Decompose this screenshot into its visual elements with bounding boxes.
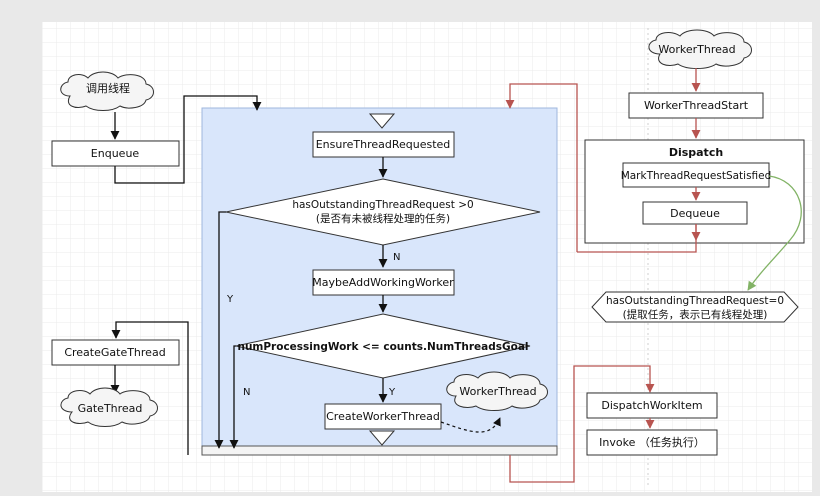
dispatch-title: Dispatch — [669, 146, 723, 159]
cloud-call-thread: 调用线程 — [60, 71, 154, 111]
decision1-line2: (是否有未被线程处理的任务) — [316, 212, 450, 225]
red-arrow-panel-to-dispatch-work-item — [509, 365, 655, 483]
mark-thread-request-satisfied-label: MarkThreadRequestSatisfied — [621, 170, 772, 182]
cloud-worker-thread-center-label: WorkerThread — [459, 385, 536, 398]
label-n-decision2: N — [243, 387, 250, 398]
create-gate-thread-label: CreateGateThread — [64, 346, 165, 359]
label-y-decision2: Y — [388, 387, 396, 398]
create-worker-thread-label: CreateWorkerThread — [326, 410, 440, 423]
dispatch-work-item-label: DispatchWorkItem — [601, 399, 702, 412]
arrow-decision2-n — [229, 345, 239, 449]
invoke-label: Invoke （任务执行） — [599, 435, 705, 449]
create-worker-thread-node[interactable]: CreateWorkerThread — [324, 403, 442, 430]
arrow-enqueue-to-panel — [114, 95, 262, 184]
panel-exit-triangle-icon — [368, 430, 396, 446]
cloud-worker-thread-right-label: WorkerThread — [658, 43, 735, 56]
cloud-worker-thread-right: WorkerThread — [648, 29, 752, 69]
hexagon-line2: (提取任务，表示已有线程处理) — [623, 308, 768, 321]
ensure-thread-requested-node[interactable]: EnsureThreadRequested — [312, 131, 455, 158]
decision-num-processing-work: numProcessingWork <= counts.NumThreadsGo… — [235, 313, 531, 379]
red-arrow-dispatch-to-panel — [505, 83, 578, 252]
dispatch-work-item-node[interactable]: DispatchWorkItem — [586, 392, 718, 419]
maybe-add-working-worker-label: MaybeAddWorkingWorker — [312, 276, 454, 289]
label-y-decision1: Y — [226, 294, 234, 305]
hexagon-outstanding-request-zero: hasOutstandingThreadRequest=0 (提取任务，表示已有… — [591, 291, 799, 323]
worker-thread-start-label: WorkerThreadStart — [644, 99, 749, 112]
label-n-decision1: N — [393, 252, 400, 263]
maybe-add-working-worker-node[interactable]: MaybeAddWorkingWorker — [312, 269, 455, 296]
decision2-label: numProcessingWork <= counts.NumThreadsGo… — [237, 341, 528, 353]
enqueue-node[interactable]: Enqueue — [51, 140, 180, 167]
worker-thread-start-node[interactable]: WorkerThreadStart — [628, 92, 764, 119]
decision-has-outstanding-request: hasOutstandingThreadRequest >0 (是否有未被线程处… — [225, 178, 541, 246]
panel-entry-triangle-icon — [368, 113, 396, 129]
cloud-call-thread-label: 调用线程 — [86, 81, 130, 95]
arrow-decision1-y — [214, 211, 226, 449]
dashed-arrow-to-worker-thread — [440, 417, 501, 433]
green-arrow-mark-to-hexagon — [747, 175, 802, 291]
panel-bottom-bar — [201, 445, 558, 456]
dequeue-label: Dequeue — [670, 207, 720, 220]
cloud-gate-thread-label: GateThread — [78, 402, 143, 415]
cloud-gate-thread: GateThread — [60, 387, 158, 427]
arrow-panel-to-create-gate-thread — [111, 321, 189, 455]
decision1-line1: hasOutstandingThreadRequest >0 — [292, 199, 473, 211]
hexagon-line1: hasOutstandingThreadRequest=0 — [606, 295, 784, 307]
enqueue-label: Enqueue — [91, 147, 140, 160]
mark-thread-request-satisfied-node[interactable]: MarkThreadRequestSatisfied — [621, 162, 772, 188]
ensure-thread-requested-label: EnsureThreadRequested — [316, 138, 451, 151]
invoke-node[interactable]: Invoke （任务执行） — [586, 429, 718, 456]
create-gate-thread-node[interactable]: CreateGateThread — [51, 339, 180, 366]
cloud-worker-thread-center: WorkerThread — [446, 371, 548, 411]
dequeue-node[interactable]: Dequeue — [642, 201, 748, 225]
dispatch-container: Dispatch — [584, 139, 805, 244]
